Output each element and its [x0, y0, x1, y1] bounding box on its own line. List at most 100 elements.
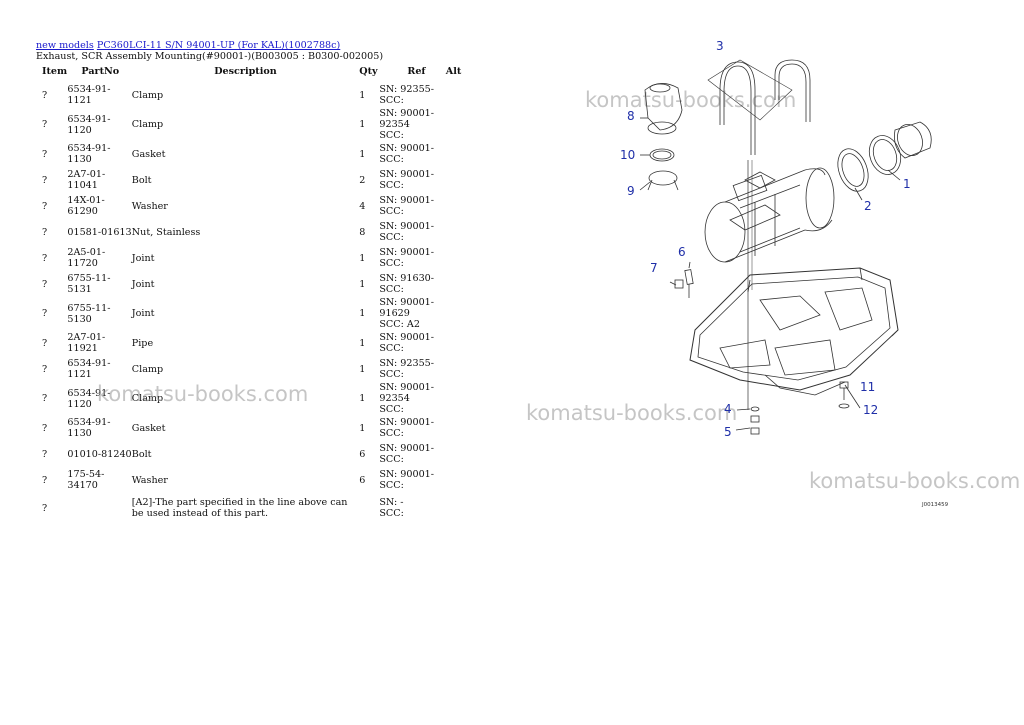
cell-ref: SN: 90001-SCC:	[379, 193, 445, 219]
cell-item: ?	[42, 422, 48, 434]
cell-alt	[446, 271, 476, 297]
ref-scc: SCC:	[379, 454, 404, 465]
cell-description: Gasket	[131, 422, 166, 434]
cell-ref: SN: 90001-SCC:	[379, 141, 445, 167]
callout-label: 4	[724, 402, 732, 416]
cell-description: Clamp	[131, 89, 164, 101]
cell-item: ?	[42, 448, 48, 460]
cell-item: ?	[42, 393, 48, 404]
cell-alt	[446, 441, 476, 467]
cell-alt	[446, 297, 476, 330]
cell-description: Clamp	[131, 393, 164, 404]
ref-serial: SN: 90001-	[379, 169, 435, 180]
ref-scc: SCC:	[379, 258, 404, 269]
cell-alt	[446, 108, 476, 141]
cell-alt	[446, 382, 476, 415]
cell-note: [A2]-The part specified in the line abov…	[131, 497, 348, 519]
cell-item: ?	[42, 278, 48, 290]
cell-alt	[446, 467, 476, 493]
cell-description: Joint	[131, 308, 155, 319]
ref-scc: SCC: A2	[379, 319, 420, 330]
cell-description: Pipe	[131, 337, 154, 349]
cell-alt	[446, 193, 476, 219]
ref-scc: SCC:	[379, 232, 404, 243]
cell-item: ?	[42, 174, 48, 186]
cell-ref: SN: 92355-SCC:	[379, 82, 445, 108]
cell-alt	[446, 330, 476, 356]
ref-serial: SN: 90001-	[379, 221, 435, 232]
watermark: komatsu-books.com	[526, 401, 738, 425]
cell-alt	[446, 167, 476, 193]
column-header-ref: Ref	[407, 66, 426, 77]
cell-partno: 01581-01613	[67, 226, 132, 238]
ref-scc: SCC:	[379, 480, 404, 491]
ref-serial: SN: 90001-	[379, 332, 435, 343]
cell-ref: SN: 90001-SCC:	[379, 467, 445, 493]
cell-qty: 1	[359, 278, 366, 290]
cell-qty: 1	[359, 119, 366, 130]
watermark: komatsu-books.com	[97, 382, 309, 406]
cell-partno: 6534-91-1121	[67, 84, 111, 106]
cell-item: ?	[42, 119, 48, 130]
cell-qty: 1	[359, 89, 366, 101]
callout-label: 3	[716, 39, 724, 53]
cell-alt	[446, 356, 476, 382]
breadcrumb-link-new-models[interactable]: new models	[36, 40, 94, 51]
ref-serial: SN: 90001-92354	[379, 382, 435, 404]
ref-scc: SCC:	[379, 428, 404, 439]
cell-ref: SN: 90001-SCC:	[379, 245, 445, 271]
cell-ref: SN: 91630-SCC:	[379, 271, 445, 297]
cell-partno	[67, 493, 131, 523]
ref-serial: SN: 90001-	[379, 195, 435, 206]
callout-label: 11	[860, 380, 875, 394]
cell-description: Nut, Stainless	[131, 226, 201, 238]
table-row: ? 6534-91-1121 Clamp 1 SN: 92355-SCC:	[36, 82, 476, 108]
callout-label: 5	[724, 425, 732, 439]
callout-label: 10	[620, 148, 635, 162]
cell-ref: SN: 90001-SCC:	[379, 330, 445, 356]
ref-serial: SN: 90001-	[379, 443, 435, 454]
cell-description: Gasket	[131, 148, 166, 160]
callout-label: 2	[864, 199, 872, 213]
cell-item: ?	[42, 89, 48, 101]
cell-qty: 1	[359, 308, 366, 319]
ref-serial: SN: 91630-	[379, 273, 435, 284]
ref-serial: SN: 90001-	[379, 143, 435, 154]
cell-qty: 6	[359, 474, 366, 486]
cell-description: Bolt	[131, 448, 152, 460]
cell-partno: 6534-91-1130	[67, 417, 111, 439]
column-header-item: Item	[42, 66, 68, 77]
cell-partno: 6534-91-1130	[67, 143, 111, 165]
cell-description: Washer	[131, 200, 168, 212]
cell-alt	[446, 82, 476, 108]
callout-label: 12	[863, 403, 878, 417]
cell-partno: 6534-91-1120	[67, 387, 111, 410]
cell-description: Clamp	[131, 119, 164, 130]
cell-description: Clamp	[131, 363, 164, 375]
breadcrumb-link-model[interactable]: PC360LCI-11 S/N 94001-UP (For KAL)(10027…	[96, 40, 341, 51]
cell-qty: 1	[359, 363, 366, 375]
column-header-qty: Qty	[359, 66, 378, 77]
ref-scc: SCC:	[379, 95, 404, 106]
ref-serial: SN: 90001-	[379, 469, 435, 480]
ref-scc: SCC:	[379, 130, 404, 141]
figure-number: J0013459	[922, 502, 949, 508]
breadcrumb: new models PC360LCI-11 S/N 94001-UP (For…	[36, 40, 476, 51]
cell-description: Joint	[131, 278, 155, 290]
cell-item: ?	[42, 226, 48, 238]
cell-partno: 6534-91-1120	[67, 113, 111, 136]
ref-serial: SN: 90001-92354	[379, 108, 435, 130]
cell-ref: SN: -SCC:	[379, 493, 445, 523]
callout-label: 6	[678, 245, 686, 259]
